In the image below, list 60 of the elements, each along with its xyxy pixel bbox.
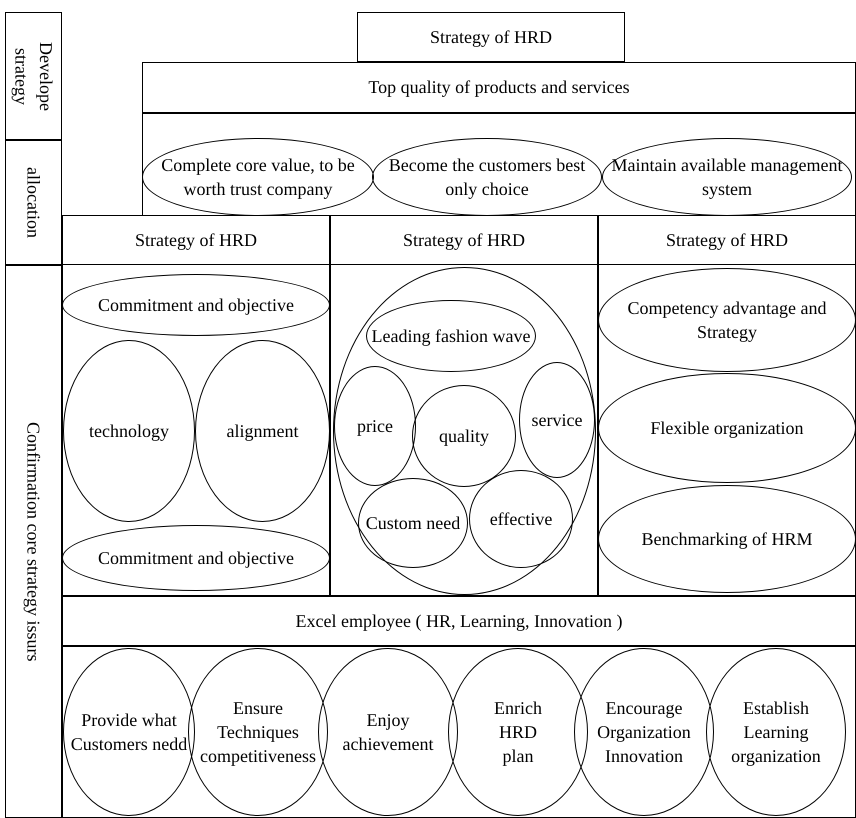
ellipse-node bbox=[372, 138, 602, 216]
node-label: technology bbox=[88, 420, 170, 443]
node-label: Ensure Techniques competitiveness bbox=[199, 696, 317, 768]
ellipse-node bbox=[63, 648, 195, 816]
ellipse-node bbox=[706, 648, 846, 816]
node-label: Establish Learning organization bbox=[730, 696, 822, 768]
node-label: Maintain available management system bbox=[610, 154, 844, 201]
ellipse-node bbox=[366, 300, 536, 372]
ellipse-node bbox=[358, 478, 468, 568]
node-label: alignment bbox=[226, 420, 300, 443]
ellipse-node bbox=[469, 470, 573, 568]
ellipse-node bbox=[62, 274, 330, 336]
node-label: quality bbox=[438, 424, 490, 448]
node-label: Encourage Organization Innovation bbox=[596, 696, 692, 768]
vertical-label: Develope strategy bbox=[10, 40, 57, 112]
ellipse-node bbox=[318, 648, 458, 816]
node-label: Flexible organization bbox=[649, 416, 805, 440]
node-label: Strategy of HRD bbox=[402, 228, 526, 252]
side-label-box bbox=[5, 265, 62, 818]
label-box bbox=[357, 12, 625, 62]
ellipse-node bbox=[598, 373, 856, 483]
ellipse-node bbox=[602, 138, 852, 216]
ellipse-node bbox=[598, 268, 856, 372]
node-label: Strategy of HRD bbox=[665, 228, 789, 252]
ellipse-node bbox=[63, 340, 195, 522]
node-label: Enrich HRD plan bbox=[493, 696, 543, 768]
node-label: Top quality of products and services bbox=[367, 76, 631, 100]
side-label-box bbox=[5, 140, 62, 265]
ellipse-node bbox=[62, 525, 330, 591]
node-label: Excel employee ( HR, Learning, Innovation ) bbox=[294, 610, 624, 633]
node-label: service bbox=[530, 408, 584, 432]
node-label: Competency advantage and Strategy bbox=[626, 296, 828, 344]
large-ellipse bbox=[333, 267, 596, 595]
node-label: Provide what Customers nedd bbox=[70, 708, 188, 756]
node-label: effective bbox=[488, 508, 554, 531]
node-label: Benchmarking of HRM bbox=[640, 528, 814, 551]
ellipse-node bbox=[412, 385, 516, 487]
node-label: Commitment and objective bbox=[97, 546, 295, 570]
ellipse-node bbox=[334, 366, 416, 486]
node-label: Complete core value, to be worth trust company bbox=[160, 154, 356, 201]
side-label-box bbox=[5, 12, 62, 140]
label-box bbox=[142, 62, 856, 113]
node-label: Custom need bbox=[364, 512, 462, 535]
ellipse-node bbox=[188, 648, 328, 816]
ellipse-node bbox=[519, 362, 595, 478]
vertical-label: Confirmation core strategy issurs bbox=[22, 422, 45, 662]
ellipse-node bbox=[598, 485, 856, 593]
vertical-label: allocation bbox=[22, 167, 45, 238]
node-label: Leading fashion wave bbox=[370, 324, 532, 348]
node-label: Become the customers best only choice bbox=[388, 154, 586, 201]
node-label: Strategy of HRD bbox=[429, 26, 553, 49]
label-box bbox=[62, 596, 856, 646]
ellipse-node bbox=[574, 648, 714, 816]
node-label: price bbox=[356, 414, 394, 438]
node-label: Commitment and objective bbox=[97, 294, 295, 317]
ellipse-node bbox=[448, 648, 588, 816]
ellipse-node bbox=[142, 138, 374, 216]
node-label: Strategy of HRD bbox=[134, 228, 258, 252]
ellipse-node bbox=[195, 340, 330, 522]
node-label: Enjoy achievement bbox=[342, 708, 434, 756]
